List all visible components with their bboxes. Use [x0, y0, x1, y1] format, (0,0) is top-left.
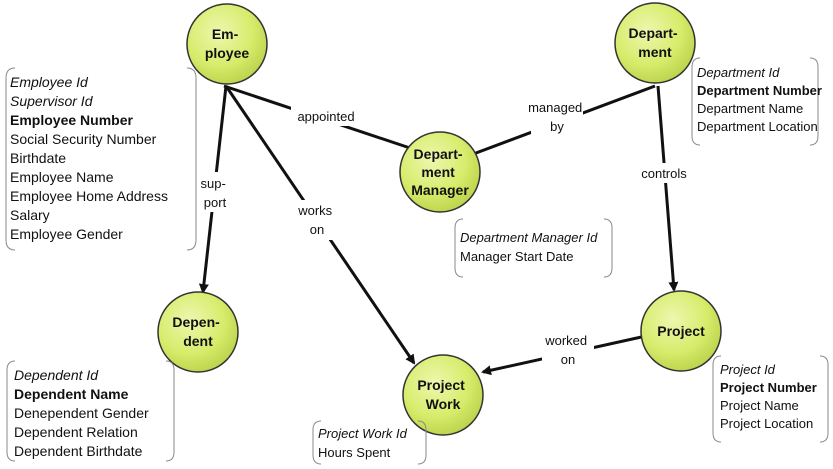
- attr-manager-start-date: Manager Start Date: [460, 249, 573, 264]
- attr-dependent-gender: Denependent Gender: [14, 405, 149, 421]
- svg-text:Depart- ment: Depart- ment: [629, 25, 682, 60]
- attr-birthdate: Birthdate: [10, 150, 66, 166]
- attr-dependent-relation: Dependent Relation: [14, 424, 138, 440]
- node-employee[interactable]: Em- ployee: [186, 3, 268, 85]
- svg-text:appointed: appointed: [297, 109, 354, 124]
- edge-label-worked-on: worked on: [542, 330, 594, 370]
- attr-employee-id: Employee Id: [10, 74, 89, 90]
- edge-label-appointed: appointed: [291, 106, 361, 126]
- svg-text:Project Work: Project Work: [417, 377, 468, 412]
- svg-text:worked on: worked on: [544, 333, 591, 367]
- attr-employee-number: Employee Number: [10, 112, 133, 128]
- svg-text:works on: works on: [297, 203, 336, 237]
- node-project-work[interactable]: Project Work: [402, 354, 484, 436]
- attr-employee-home-address: Employee Home Address: [10, 188, 168, 204]
- attr-project-name: Project Name: [720, 398, 799, 413]
- edge-label-managed-by: managed by: [528, 96, 586, 136]
- attr-hours-spent: Hours Spent: [318, 445, 391, 460]
- svg-text:Project: Project: [657, 323, 705, 339]
- attr-salary: Salary: [10, 207, 50, 223]
- attr-employee-gender: Employee Gender: [10, 226, 123, 242]
- attr-project-location: Project Location: [720, 416, 813, 431]
- attributes-employee: Employee Id Supervisor Id Employee Numbe…: [10, 74, 168, 242]
- attr-supervisor-id: Supervisor Id: [10, 93, 94, 109]
- attributes-project-work: Project Work Id Hours Spent: [318, 426, 408, 460]
- edge-controls: [656, 85, 679, 292]
- attributes-dependent: Dependent Id Dependent Name Denependent …: [14, 367, 149, 459]
- attr-project-id: Project Id: [720, 362, 776, 377]
- attr-employee-name: Employee Name: [10, 169, 114, 185]
- bracket-department: [691, 57, 819, 146]
- edge-label-works-on: works on: [291, 200, 343, 240]
- bracket-dependent: [6, 360, 175, 462]
- attr-project-number: Project Number: [720, 380, 817, 395]
- node-project[interactable]: Project: [640, 290, 722, 372]
- svg-text:Em- ployee: Em- ployee: [205, 26, 250, 61]
- edge-label-support: sup- port: [196, 172, 236, 212]
- attributes-department-manager: Department Manager Id Manager Start Date: [460, 230, 598, 264]
- attr-project-work-id: Project Work Id: [318, 426, 408, 441]
- attr-department-name: Department Name: [697, 101, 803, 116]
- edge-label-controls: controls: [636, 163, 694, 183]
- node-department[interactable]: Depart- ment: [614, 2, 696, 84]
- attr-department-number: Department Number: [697, 83, 822, 98]
- svg-text:sup- port: sup- port: [201, 176, 230, 210]
- attr-department-id: Department Id: [697, 65, 780, 80]
- svg-text:Depart- ment Manag: Depart- ment Manager: [411, 146, 469, 198]
- attr-ssn: Social Security Number: [10, 131, 157, 147]
- attributes-project: Project Id Project Number Project Name P…: [720, 362, 817, 431]
- attr-dependent-id: Dependent Id: [14, 367, 99, 383]
- svg-text:managed by: managed by: [528, 100, 586, 134]
- svg-text:Depen- dent: Depen- dent: [172, 314, 223, 349]
- node-dependent[interactable]: Depen- dent: [157, 291, 239, 373]
- attr-department-manager-id: Department Manager Id: [460, 230, 598, 245]
- bracket-project-work: [312, 420, 427, 465]
- attr-dependent-birthdate: Dependent Birthdate: [14, 443, 143, 459]
- attributes-department: Department Id Department Number Departme…: [697, 65, 822, 134]
- svg-text:controls: controls: [641, 166, 687, 181]
- bracket-employee: [5, 67, 197, 251]
- attr-dependent-name: Dependent Name: [14, 386, 129, 402]
- attr-department-location: Department Location: [697, 119, 818, 134]
- bracket-project: [712, 355, 829, 443]
- bracket-department-manager: [454, 218, 613, 278]
- node-department-manager[interactable]: Depart- ment Manager: [399, 131, 481, 213]
